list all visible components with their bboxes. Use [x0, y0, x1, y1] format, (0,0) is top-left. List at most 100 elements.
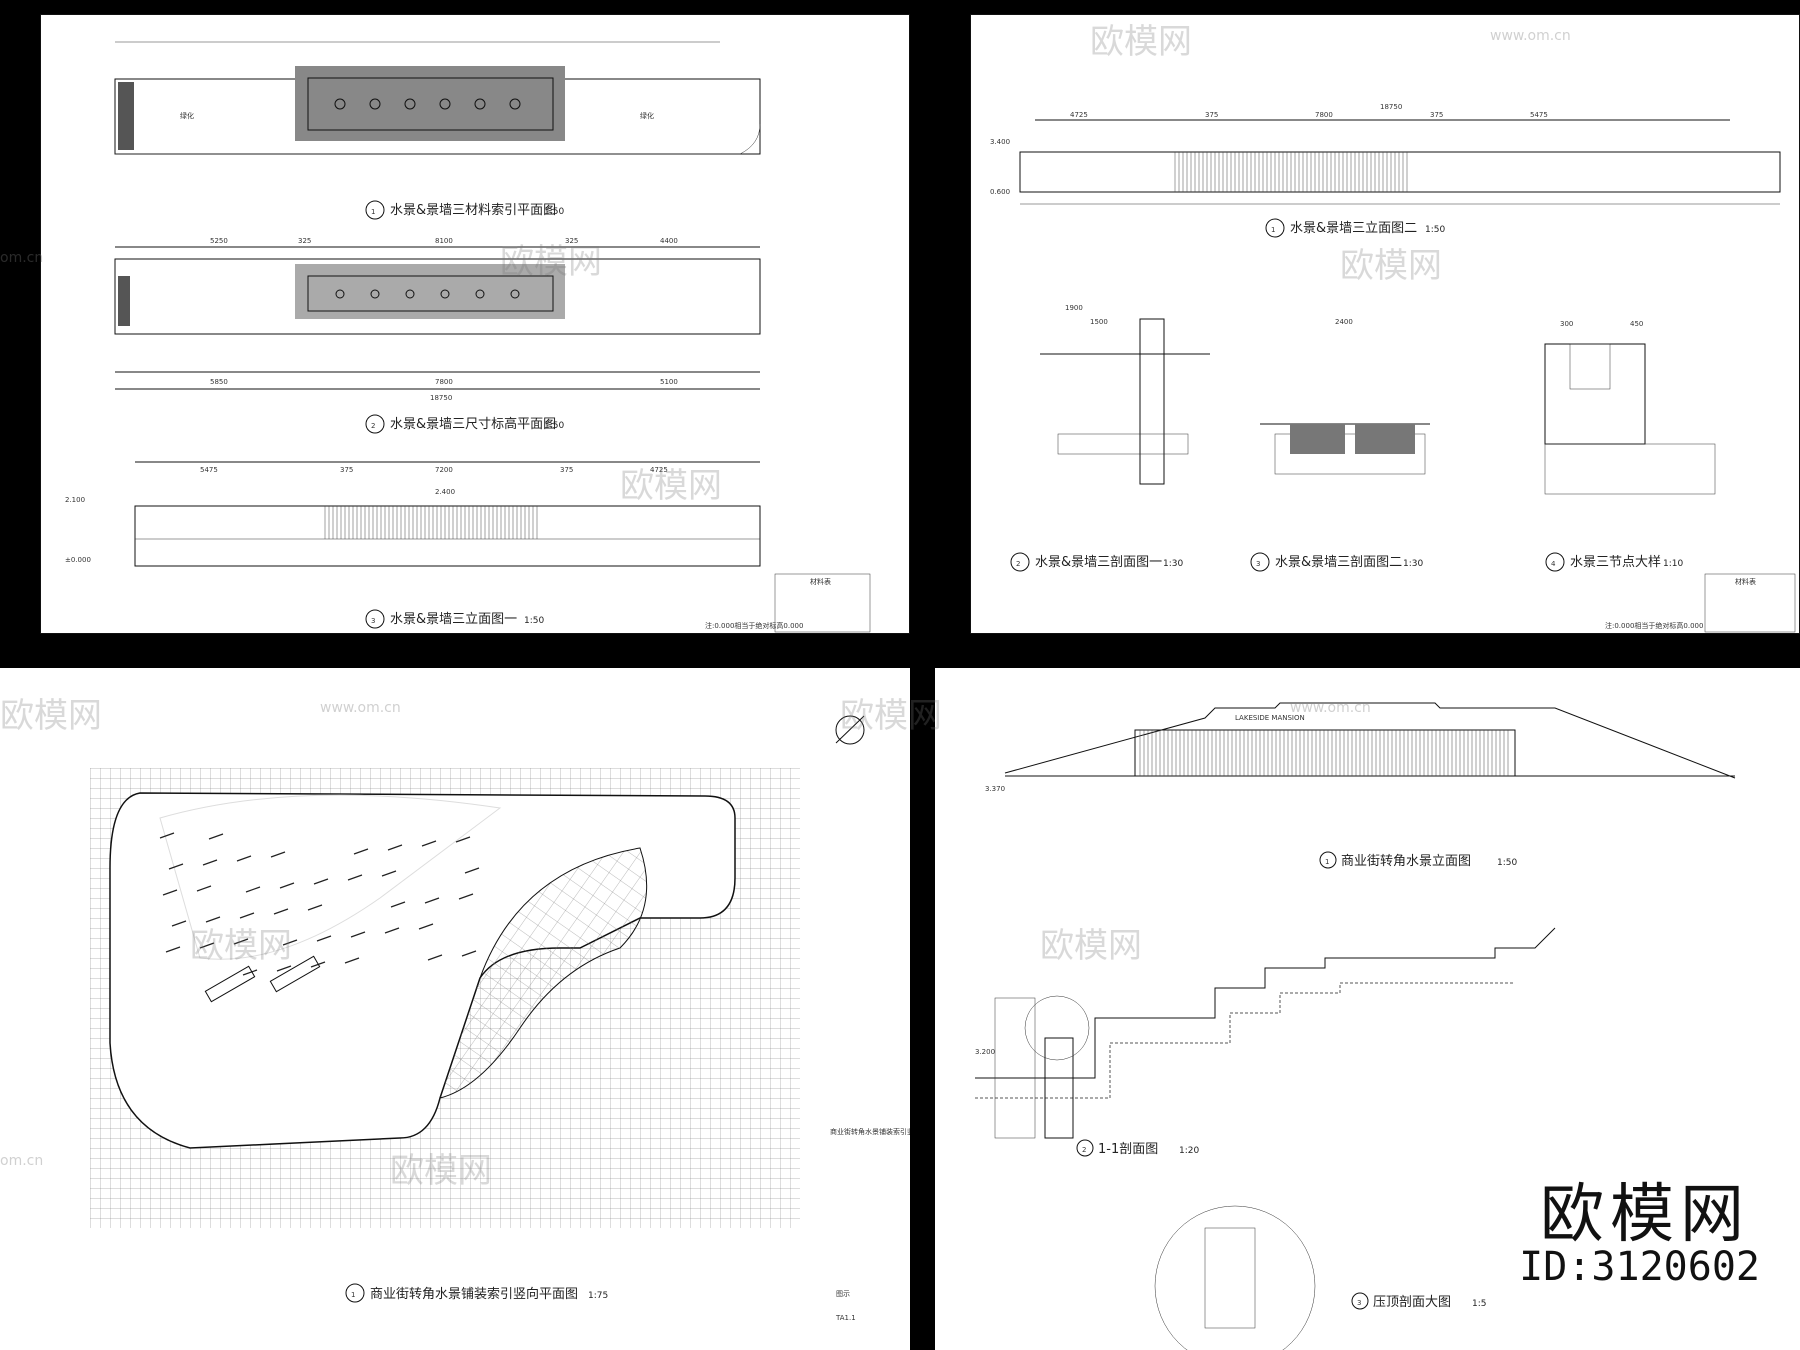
fish-mark — [276, 965, 292, 972]
fish-mark — [270, 851, 286, 858]
sheet-top-left: 绿化 绿化 1 水景&景墙三材料索引平面图 1:50 5250 325 8100… — [40, 14, 910, 634]
fish-mark — [464, 867, 480, 874]
svg-text:1:50: 1:50 — [1425, 225, 1445, 235]
svg-text:5850: 5850 — [210, 378, 228, 386]
svg-text:325: 325 — [298, 237, 311, 245]
watermark-url-2: om.cn — [0, 250, 44, 266]
fish-mark — [233, 938, 249, 945]
svg-text:3: 3 — [1357, 1299, 1361, 1307]
sheet-bottom-left: 商业街转角水景铺装索引竖向平面图 1 商业街转角水景铺装索引竖向平面图 1:75… — [0, 668, 910, 1350]
fish-mark — [347, 874, 363, 881]
svg-text:5250: 5250 — [210, 237, 228, 245]
fish-mark — [390, 901, 406, 908]
svg-text:375: 375 — [340, 466, 353, 474]
fish-mark — [282, 939, 298, 946]
svg-text:375: 375 — [1205, 111, 1218, 119]
sheet-number: TA1.1 — [835, 1314, 856, 1322]
svg-text:5475: 5475 — [1530, 111, 1548, 119]
svg-text:7200: 7200 — [435, 466, 453, 474]
svg-text:325: 325 — [565, 237, 578, 245]
fish-mark — [381, 870, 397, 877]
plan-label-green-left: 绿化 — [180, 111, 194, 120]
svg-text:4400: 4400 — [660, 237, 678, 245]
plan-label-green-right: 绿化 — [640, 111, 654, 120]
svg-text:8100: 8100 — [435, 237, 453, 245]
svg-text:0.600: 0.600 — [990, 188, 1010, 196]
svg-text:3: 3 — [1256, 560, 1260, 568]
fish-mark — [307, 904, 323, 911]
fish-mark — [350, 931, 366, 938]
fish-mark — [202, 859, 218, 866]
fish-mark — [458, 893, 474, 900]
svg-text:375: 375 — [1430, 111, 1443, 119]
fish-mark — [344, 957, 360, 964]
title-detail-4: 水景三节点大样 — [1570, 555, 1661, 570]
svg-text:375: 375 — [560, 466, 573, 474]
svg-text:1:20: 1:20 — [1179, 1146, 1199, 1156]
fish-mark — [236, 855, 252, 862]
title-plan-1: 水景&景墙三材料索引平面图 — [390, 203, 556, 218]
fish-mark — [199, 942, 215, 949]
drawing-elevation-sections: 4725 375 7800 375 5475 18750 3.400 0.600… — [970, 14, 1800, 634]
fish-mark — [279, 882, 295, 889]
svg-text:1: 1 — [1271, 226, 1275, 234]
footnote: 注:0.000相当于绝对标高0.000 — [705, 621, 803, 630]
fish-mark — [208, 833, 224, 840]
svg-text:注:0.000相当于绝对标高0.000: 注:0.000相当于绝对标高0.000 — [1605, 621, 1703, 630]
svg-text:1:5: 1:5 — [1472, 1299, 1486, 1309]
title-corner-elevation: 商业街转角水景立面图 — [1341, 854, 1471, 869]
title-section-2: 水景&景墙三剖面图二 — [1275, 555, 1402, 570]
title-elevation-2: 水景&景墙三立面图二 — [1290, 221, 1417, 236]
fish-mark — [168, 863, 184, 870]
title-coping-detail: 压顶剖面大图 — [1373, 1295, 1451, 1310]
sheet-bottom-right: LAKESIDE MANSION 3.370 1 商业街转角水景立面图 1:50… — [935, 668, 1800, 1350]
svg-text:1: 1 — [1325, 858, 1329, 866]
fish-mark — [165, 946, 181, 953]
svg-text:2: 2 — [1016, 560, 1020, 568]
svg-text:450: 450 — [1630, 320, 1643, 328]
svg-text:1:30: 1:30 — [1403, 559, 1423, 569]
svg-text:300: 300 — [1560, 320, 1573, 328]
side-label: 商业街转角水景铺装索引竖向平面图 — [830, 1127, 910, 1136]
title-section-1-1: 1-1剖面图 — [1098, 1142, 1158, 1157]
legend-label: 图示 — [836, 1290, 850, 1298]
svg-text:3.400: 3.400 — [990, 138, 1010, 146]
fish-mark — [427, 954, 443, 961]
title-paving-plan: 商业街转角水景铺装索引竖向平面图 — [370, 1286, 578, 1302]
svg-text:2.100: 2.100 — [65, 496, 85, 504]
fish-mark — [159, 832, 175, 839]
svg-text:5475: 5475 — [200, 466, 218, 474]
brand-logo-text: 欧模网 — [1540, 1178, 1750, 1252]
watermark-url-5: om.cn — [0, 1153, 44, 1169]
fish-mark — [455, 836, 471, 843]
watermark-url-3: www.om.cn — [320, 700, 401, 716]
svg-text:7800: 7800 — [1315, 111, 1333, 119]
fish-mark — [461, 950, 477, 957]
watermark-url-1: www.om.cn — [1490, 28, 1571, 44]
svg-text:18750: 18750 — [430, 394, 452, 402]
title-plan-2: 水景&景墙三尺寸标高平面图 — [390, 416, 556, 432]
svg-text:5100: 5100 — [660, 378, 678, 386]
title-elevation-3: 水景&景墙三立面图一 — [390, 612, 517, 627]
svg-text:1:50: 1:50 — [544, 207, 564, 217]
svg-text:2: 2 — [371, 422, 375, 430]
svg-text:1500: 1500 — [1090, 318, 1108, 326]
svg-text:1: 1 — [371, 208, 375, 216]
svg-text:2: 2 — [1082, 1146, 1086, 1154]
svg-text:4725: 4725 — [650, 466, 668, 474]
fish-mark — [384, 927, 400, 934]
fish-mark — [316, 935, 332, 942]
drawing-corner-waterfeature: LAKESIDE MANSION 3.370 1 商业街转角水景立面图 1:50… — [975, 702, 1736, 1350]
fish-mark — [418, 923, 434, 930]
fish-mark — [205, 916, 221, 923]
fish-mark — [421, 840, 437, 847]
svg-text:1:50: 1:50 — [524, 616, 544, 626]
fish-mark — [387, 844, 403, 851]
svg-text:3: 3 — [371, 617, 375, 625]
svg-text:4: 4 — [1551, 560, 1556, 568]
sheet-top-right: 4725 375 7800 375 5475 18750 3.400 0.600… — [970, 14, 1800, 634]
fish-mark — [242, 969, 258, 976]
svg-text:1:30: 1:30 — [1163, 559, 1183, 569]
svg-text:1:75: 1:75 — [588, 1291, 608, 1301]
title-section-1: 水景&景墙三剖面图一 — [1035, 555, 1162, 570]
